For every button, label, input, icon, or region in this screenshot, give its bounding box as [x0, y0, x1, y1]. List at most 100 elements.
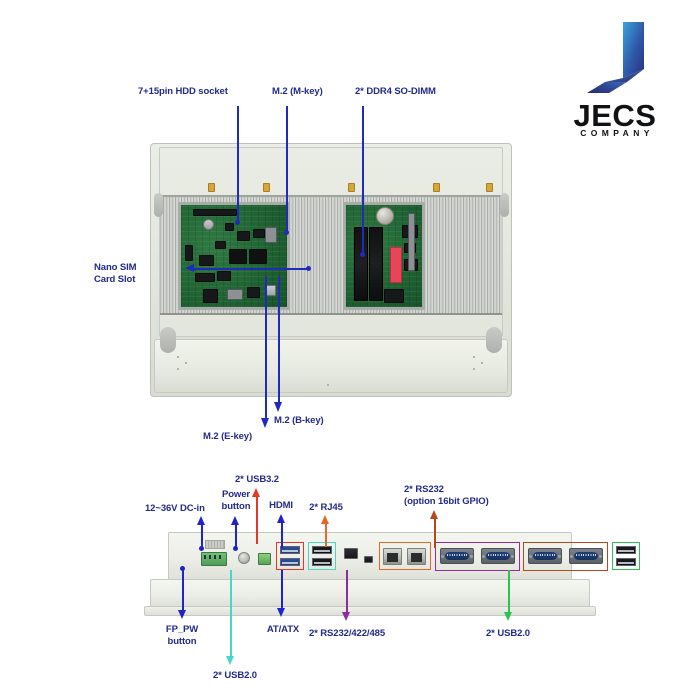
- rs232-422-485-group-outline: [435, 542, 520, 571]
- dc-in-terminal-block: [201, 552, 227, 566]
- chassis-bezel-lip: [144, 606, 596, 616]
- power-button[interactable]: [238, 552, 250, 564]
- ddr4-sodimm-slot: [354, 227, 368, 301]
- ddr4-sodimm-slot: [369, 227, 383, 301]
- callout-label-hdmi: HDMI: [269, 500, 293, 511]
- callout-line-rj45: [325, 523, 327, 547]
- callout-label-at-atx: AT/ATX: [266, 624, 300, 635]
- antenna-hole: [433, 183, 440, 192]
- callout-label-rs232-gpio: 2* RS232 (option 16bit GPIO): [404, 484, 489, 507]
- callout-endpoint-hdd-socket: [235, 220, 240, 225]
- io-panel-device: [144, 532, 640, 624]
- usb32-group-outline: [276, 542, 304, 570]
- maintenance-bay-right: [343, 202, 425, 310]
- usb2-port: [312, 546, 332, 554]
- usb20-group-outline: [308, 542, 336, 570]
- callout-line-m2-b-key: [278, 276, 280, 404]
- callout-label-fp-pw-button: FP_PW button: [165, 624, 199, 647]
- usb3-port: [280, 558, 300, 566]
- ic-chip: [185, 245, 193, 261]
- callout-label-m2-e-key: M.2 (E-key): [203, 431, 253, 442]
- rj45-port: [407, 548, 426, 565]
- callout-line-hdmi: [281, 522, 283, 548]
- callout-arrow-hdmi: [277, 514, 285, 523]
- callout-line-rs232-422-485: [346, 570, 348, 614]
- at-atx-switch[interactable]: [364, 556, 373, 563]
- callout-arrow-nano-sim: [185, 264, 194, 272]
- ic-chip: [215, 241, 226, 249]
- callout-endpoint-m2-m-key: [284, 230, 289, 235]
- callout-line-m2-e-key: [265, 276, 267, 420]
- callout-label-usb32: 2* USB3.2: [235, 474, 279, 485]
- brand-tagline: COMPANY: [580, 128, 654, 138]
- callout-arrow-dc-in: [197, 516, 205, 525]
- callout-line-dc-in: [201, 524, 203, 548]
- ic-chip: [253, 229, 265, 238]
- antenna-hole: [486, 183, 493, 192]
- callout-label-m2-b-key: M.2 (B-key): [274, 415, 324, 426]
- jecs-j-logo-icon: [587, 22, 644, 93]
- nano-sim-card-slot: [227, 289, 243, 300]
- m2-b-key-slot: [249, 249, 267, 264]
- brand-logo: JECS COMPANY: [545, 22, 685, 142]
- antenna-hole: [348, 183, 355, 192]
- pin-header: [408, 213, 415, 271]
- usb3-port: [280, 546, 300, 554]
- callout-line-power-button: [235, 524, 237, 548]
- corner-bumper: [160, 327, 176, 353]
- corner-bumper: [154, 193, 163, 217]
- antenna-hole: [208, 183, 215, 192]
- callout-label-hdd-socket: 7+15pin HDD socket: [138, 86, 228, 97]
- callout-arrow-fp-pw-button: [178, 610, 186, 619]
- ic-chip: [247, 287, 260, 298]
- callout-arrow-rs232-422-485: [342, 612, 350, 621]
- usb20-right-group-outline: [612, 542, 640, 570]
- callout-line-hdd-socket: [237, 106, 239, 224]
- brand-name: JECS: [573, 98, 657, 133]
- rs232-gpio-group-outline: [523, 542, 608, 571]
- callout-arrow-m2-b-key: [274, 402, 282, 412]
- callout-line-rs232-gpio: [434, 518, 436, 548]
- hdmi-port: [344, 548, 358, 559]
- callout-label-nano-sim: Nano SIM Card Slot: [94, 262, 137, 285]
- callout-label-ddr4-sodimm: 2* DDR4 SO-DIMM: [355, 86, 436, 97]
- vent-holes: [205, 540, 225, 549]
- ic-chip: [199, 255, 214, 266]
- rear-view-device: [150, 143, 512, 397]
- maintenance-bay-left: [178, 202, 290, 310]
- callout-endpoint-power-button: [233, 546, 238, 551]
- antenna-hole: [263, 183, 270, 192]
- callout-line-usb20-bottom: [230, 570, 232, 658]
- callout-label-usb20-bottom: 2* USB2.0: [213, 670, 257, 681]
- callout-arrow-at-atx: [277, 608, 285, 617]
- db9-serial-port: [528, 548, 562, 564]
- db9-serial-port: [440, 548, 474, 564]
- callout-label-rj45: 2* RJ45: [309, 502, 343, 513]
- callout-label-dc-in: 12~36V DC-in: [145, 503, 205, 514]
- corner-bumper: [500, 193, 509, 217]
- callout-endpoint-nano-sim: [306, 266, 311, 271]
- standoff-screw: [203, 219, 214, 230]
- callout-label-usb20-right: 2* USB2.0: [486, 628, 530, 639]
- usb2-port: [616, 558, 636, 566]
- corner-bumper: [486, 327, 502, 353]
- callout-endpoint-fp-pw-button: [180, 566, 185, 571]
- chassis-skirt: [150, 579, 590, 609]
- callout-arrow-rs232-gpio: [430, 510, 438, 519]
- callout-arrow-m2-e-key: [261, 418, 269, 428]
- ic-chip: [265, 285, 276, 296]
- warranty-label: [390, 247, 402, 283]
- usb2-port: [312, 558, 332, 566]
- ic-chip: [195, 273, 215, 282]
- callout-line-fp-pw-button: [182, 570, 184, 612]
- m2-e-key-slot: [229, 249, 247, 264]
- callout-label-power-button: Power button: [221, 489, 251, 512]
- callout-arrow-usb20-bottom: [226, 656, 234, 665]
- callout-endpoint-ddr4-sodimm: [360, 252, 365, 257]
- db9-serial-port: [481, 548, 515, 564]
- callout-line-ddr4-sodimm: [362, 106, 364, 256]
- fp-pw-header: [258, 553, 271, 565]
- coin-cell-battery: [376, 207, 394, 225]
- callout-line-usb32: [256, 496, 258, 544]
